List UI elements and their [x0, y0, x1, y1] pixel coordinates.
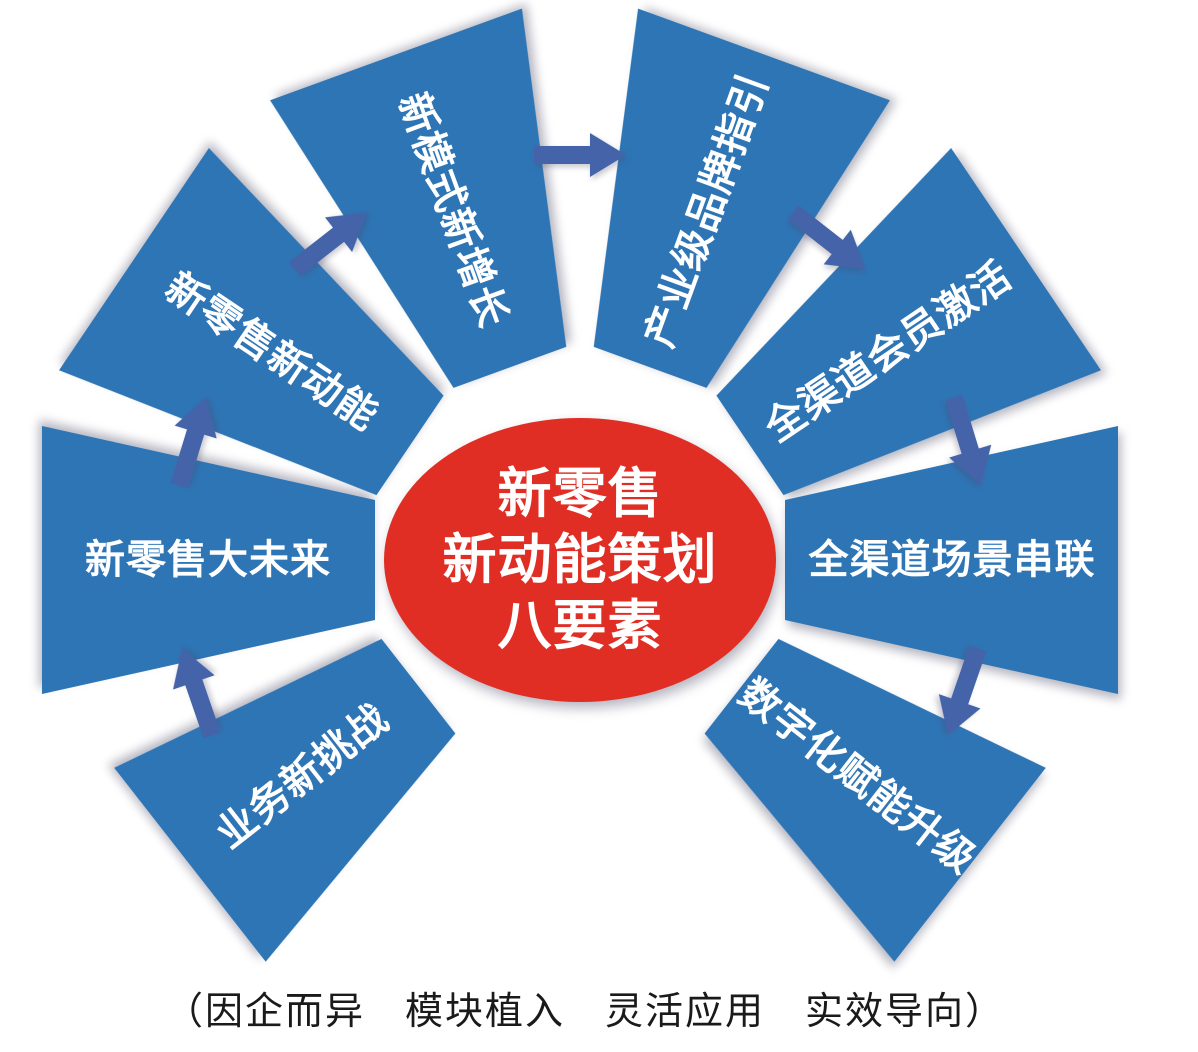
segment-business-new-challenges: 业务新挑战 — [114, 638, 456, 962]
segment-shape — [704, 638, 1046, 962]
center-title-line-3: 八要素 — [498, 596, 663, 656]
segment-label: 新零售大未来 — [85, 538, 331, 582]
segment-shape — [270, 8, 567, 388]
flow-arrow-7 — [938, 645, 987, 736]
flow-arrow-2 — [170, 397, 217, 489]
flow-arrows-group — [170, 133, 992, 739]
arrow-icon — [787, 205, 866, 270]
segment-shape — [42, 426, 375, 694]
arrow-icon — [945, 394, 992, 486]
segment-shape — [114, 638, 456, 962]
segment-industry-brand-guidance: 产业级品牌指引 — [593, 8, 890, 388]
flow-arrow-3 — [288, 212, 367, 277]
center-title-line-1: 新零售 — [498, 464, 663, 524]
segment-new-retail-future: 新零售大未来 — [42, 426, 375, 694]
segment-shape — [785, 426, 1118, 694]
segment-label: 全渠道场景串联 — [808, 537, 1096, 582]
arrow-icon — [173, 648, 221, 739]
segment-new-model-growth: 新模式新增长 — [270, 8, 567, 388]
center-ellipse — [384, 418, 776, 702]
center-node: 新零售 新动能策划 八要素 — [384, 418, 776, 702]
segment-shape — [593, 8, 890, 388]
flow-arrow-6 — [945, 394, 992, 486]
segment-omnichannel-member-activation: 全渠道会员激活 — [716, 148, 1101, 496]
segment-shape — [716, 148, 1101, 496]
segments-group: 业务新挑战 新零售大未来 新零售新动能 新模式新增长 产业级品牌指引 全渠道会员 — [42, 8, 1118, 962]
segment-shape — [59, 148, 444, 496]
segment-omnichannel-scene-linking: 全渠道场景串联 — [785, 426, 1118, 694]
arrow-icon — [170, 397, 217, 489]
flow-arrow-5 — [787, 205, 866, 270]
caption-text: （因企而异 模块植入 灵活应用 实效导向） — [165, 991, 1005, 1033]
arrow-icon — [938, 645, 987, 736]
arrow-icon — [534, 133, 626, 177]
flow-arrow-4 — [534, 133, 626, 177]
arrow-icon — [288, 212, 367, 277]
flow-arrow-1 — [173, 648, 221, 739]
center-title-line-2: 新动能策划 — [443, 530, 718, 590]
